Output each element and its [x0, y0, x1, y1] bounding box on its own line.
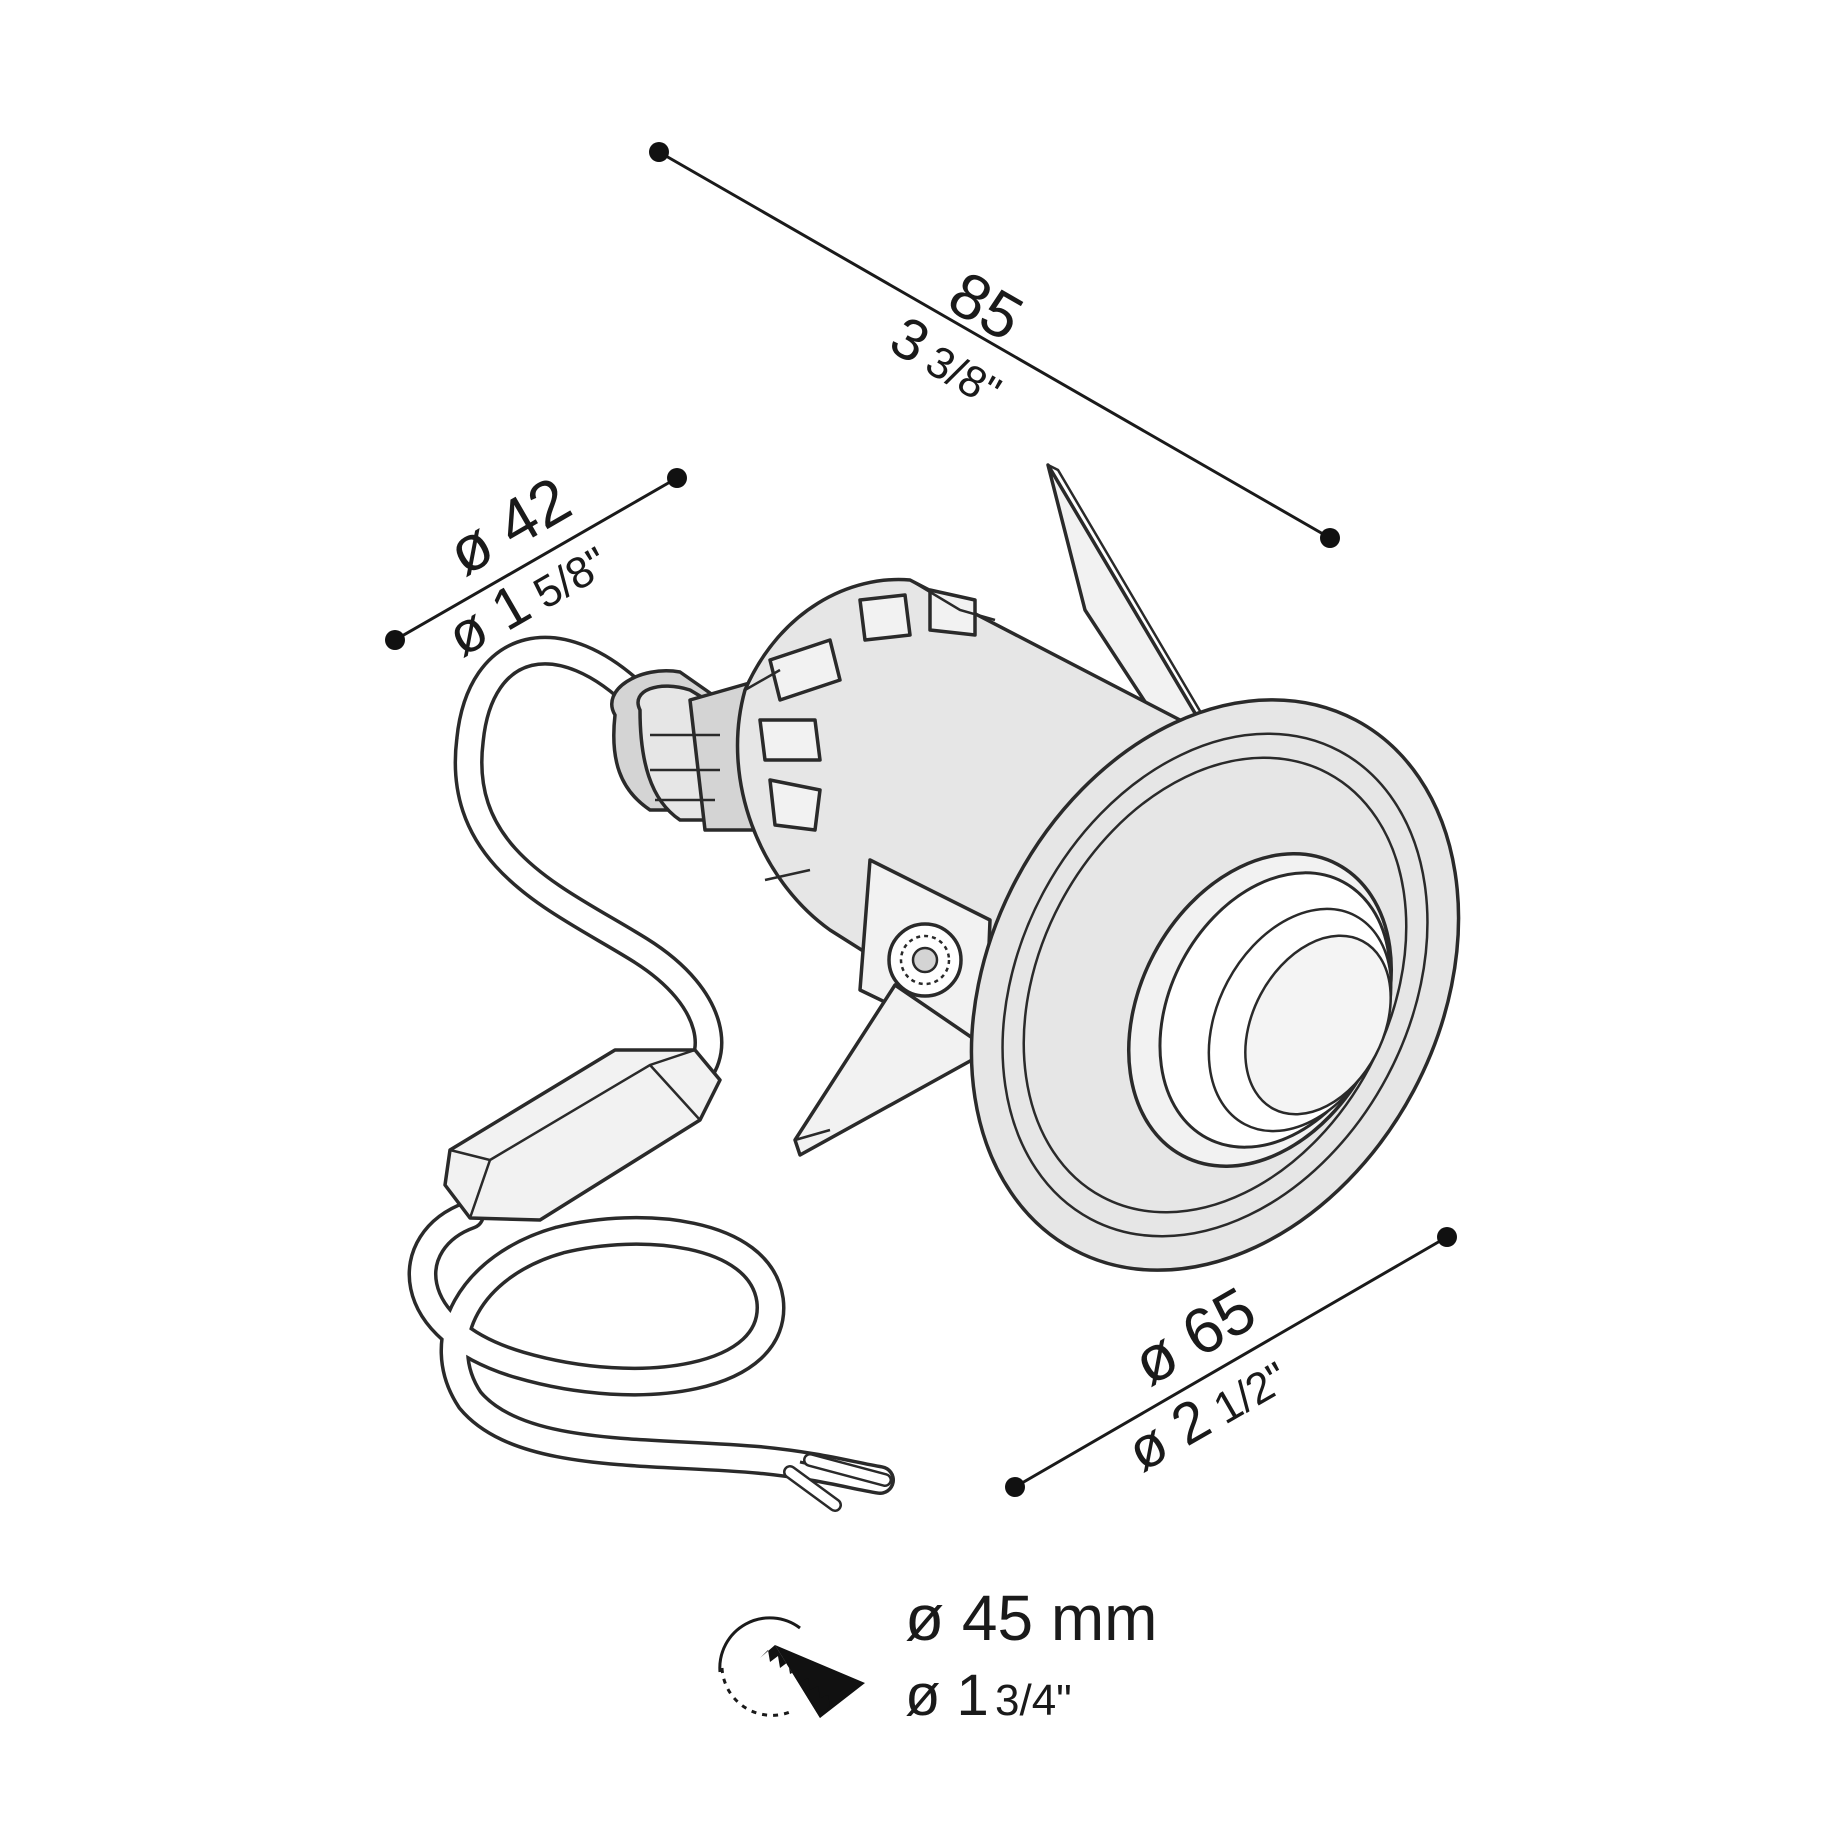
- flange-diameter-end-dot: [1437, 1227, 1457, 1247]
- cutout-imperial-fraction: 3/4": [995, 1676, 1072, 1725]
- length-dimension: 85 3 3/8": [649, 142, 1340, 548]
- flange-diameter-dimension-line: [1014, 1235, 1448, 1489]
- power-cable: [407, 635, 895, 1512]
- body-diameter-start-dot: [385, 630, 405, 650]
- cable-connector: [443, 1048, 722, 1222]
- length-metric-label: 85: [937, 257, 1035, 355]
- cutout-metric-label: ø 45 mm: [905, 1582, 1157, 1654]
- adjustment-screw: [887, 922, 963, 998]
- body-diameter-end-dot: [667, 468, 687, 488]
- body-diameter-dimension-line: [394, 476, 678, 642]
- flange-diameter-imperial-fraction: 1/2": [1206, 1353, 1297, 1434]
- cutout-legend: ø 45 mm ø 1 3/4": [718, 1582, 1157, 1728]
- flange-diameter-imperial-whole: ø 2: [1116, 1386, 1221, 1484]
- front-flange: [969, 698, 1461, 1272]
- length-dimension-line: [658, 150, 1331, 540]
- length-dimension-start-dot: [649, 142, 669, 162]
- length-dimension-end-dot: [1320, 528, 1340, 548]
- cable-gland: [610, 669, 772, 832]
- hole-saw-icon: [718, 1616, 865, 1718]
- flange-diameter-start-dot: [1005, 1477, 1025, 1497]
- flange-diameter-dimension: ø 65 ø 2 1/2": [1005, 1227, 1457, 1497]
- cutout-imperial-whole: ø 1: [905, 1663, 989, 1728]
